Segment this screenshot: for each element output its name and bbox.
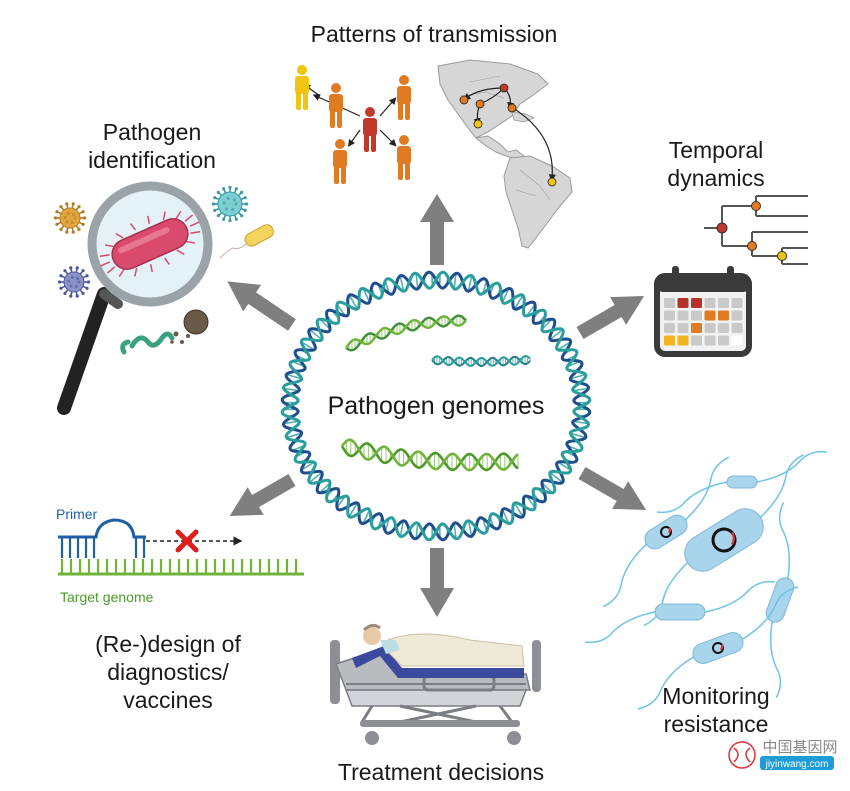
design-label-1: (Re-)design of bbox=[95, 631, 241, 657]
dna-ring bbox=[280, 270, 592, 542]
mismatch-x-icon bbox=[175, 529, 199, 553]
watermark-cn: 中国基因网 bbox=[762, 739, 837, 756]
identification-label-2: identification bbox=[88, 147, 216, 173]
design-label-2: diagnostics/ bbox=[107, 659, 229, 685]
worm-icon-green bbox=[120, 331, 175, 355]
primer-diagram bbox=[58, 518, 304, 576]
bacterium-icon bbox=[99, 210, 201, 278]
arrow-down bbox=[420, 548, 454, 617]
spore-icon-brown bbox=[170, 309, 209, 344]
virus-icon-purple bbox=[57, 266, 91, 298]
transmission-label: Patterns of transmission bbox=[311, 21, 558, 47]
genome-strand-teal bbox=[431, 354, 531, 367]
arrow-lower-right bbox=[578, 466, 647, 510]
resistance-label-1: Monitoring bbox=[662, 683, 769, 709]
virus-icon-orange bbox=[53, 202, 87, 234]
identification-label-1: Pathogen bbox=[103, 119, 201, 145]
bacillus-icon-yellow bbox=[219, 224, 274, 259]
virus-icon-teal bbox=[211, 185, 249, 223]
watermark-url: jiyinwang.com bbox=[765, 759, 829, 770]
transmission-people bbox=[295, 65, 411, 184]
genome-strand-green-1 bbox=[345, 314, 467, 352]
calendar-icon bbox=[654, 266, 752, 357]
resistance-label-2: resistance bbox=[664, 711, 769, 737]
americas-map bbox=[437, 59, 573, 249]
design-label-3: vaccines bbox=[123, 687, 212, 713]
magnifying-glass-icon bbox=[57, 181, 213, 415]
genome-strand-green-2 bbox=[340, 438, 519, 472]
watermark: 中国基因网 jiyinwang.com bbox=[728, 739, 838, 770]
arrow-up bbox=[420, 194, 454, 265]
resistant-bacteria-icon bbox=[584, 450, 828, 710]
arrow-upper-left bbox=[227, 281, 296, 331]
primer-label: Primer bbox=[56, 506, 98, 522]
arrow-upper-right bbox=[576, 296, 645, 340]
target-genome-label: Target genome bbox=[60, 589, 154, 605]
tree-nodes bbox=[716, 201, 787, 261]
temporal-label-1: Temporal bbox=[669, 137, 764, 163]
hospital-bed-icon bbox=[330, 623, 541, 745]
center-label: Pathogen genomes bbox=[328, 392, 545, 420]
arrows bbox=[227, 194, 647, 617]
temporal-label-2: dynamics bbox=[667, 165, 764, 191]
treatment-label: Treatment decisions bbox=[338, 759, 544, 785]
arrow-lower-left bbox=[229, 473, 296, 516]
